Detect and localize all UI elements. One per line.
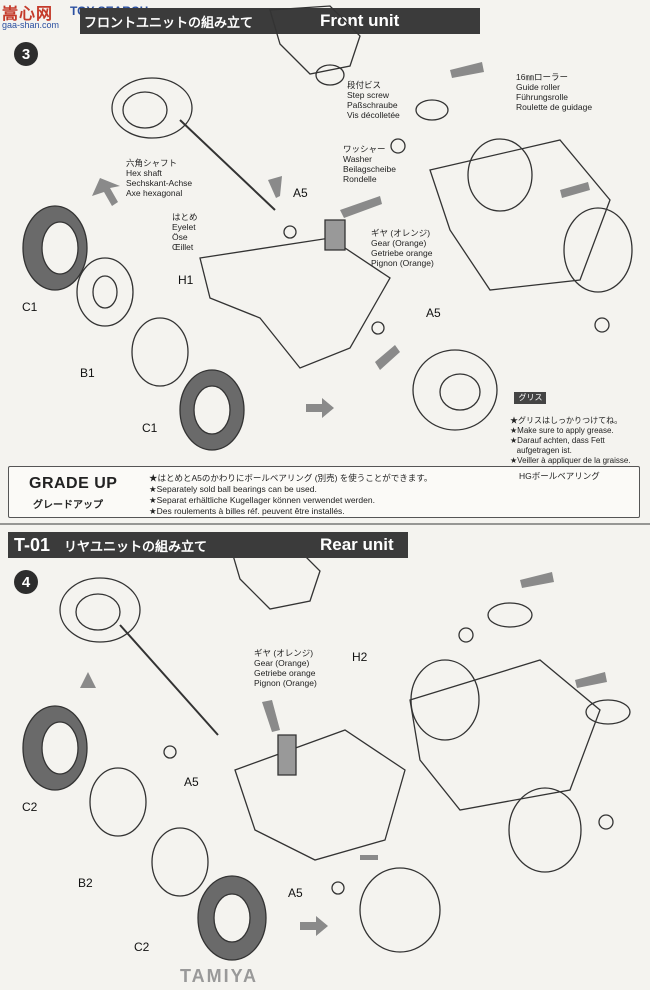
ref-c2-top: C2 — [22, 800, 38, 814]
rear-code: T-01 — [14, 534, 51, 555]
watermark-url: gaa-shan.com — [2, 20, 60, 30]
wheel-b2-top — [89, 767, 147, 837]
label-washer: ワッシャー Washer Beilagscheibe Rondelle — [343, 144, 396, 184]
eyelet-a5 — [283, 225, 297, 239]
grade-up-text: ★はとめとA5のかわりにボールベアリング (別売) を使うことができます。 ★S… — [149, 473, 433, 516]
arrow-gear — [340, 196, 382, 218]
front-thumbnail-wheel — [315, 64, 345, 86]
label-hex-shaft: 六角シャフト Hex shaft Sechskant-Achse Axe hex… — [126, 158, 193, 198]
arrow-up-left — [92, 178, 120, 206]
ref-a5-left: A5 — [184, 775, 199, 789]
arrow-rear-a5 — [360, 855, 378, 860]
label-eyelet: はとめ Eyelet Öse Œillet — [172, 212, 198, 252]
rear-unit-wheel-right — [508, 787, 582, 873]
front-wheel-rim-top — [111, 77, 193, 139]
arrow-wheel — [375, 345, 400, 370]
wheel-b2-bottom — [151, 827, 209, 897]
arrow-up-rear — [80, 672, 96, 688]
guide-roller-rear-b — [585, 699, 631, 725]
ref-c2-bottom: C2 — [134, 940, 150, 954]
front-wheel-right — [412, 349, 498, 431]
arrow-screw-b — [560, 182, 590, 198]
washer-rear-b — [598, 814, 614, 830]
rear-step-number: 4 — [14, 570, 38, 594]
chassis-h2 — [234, 729, 406, 861]
label-gear-front: ギヤ (オレンジ) Gear (Orange) Getriebe orange … — [371, 228, 434, 268]
grease-note: グリス ★グリスはしっかりつけてね。 ★Make sure to apply g… — [510, 382, 638, 465]
footer-brand: TAMIYA — [180, 966, 259, 986]
rear-unit-wheel-left — [410, 659, 480, 741]
grade-up-title-en: GRADE UP — [29, 475, 118, 492]
wheel-b1-bottom — [131, 317, 189, 387]
arrow-gear-rear — [262, 700, 280, 732]
rear-header-jp: リヤユニットの組み立て — [64, 538, 208, 554]
grade-up-bearing-label: HGボールベアリング — [519, 471, 600, 481]
ref-a5-right: A5 — [426, 306, 441, 320]
front-header-jp: フロントユニットの組み立て — [84, 14, 254, 30]
arrow-down — [268, 176, 282, 198]
rear-shaft — [119, 624, 219, 736]
rear-header-bar: T-01 リヤユニットの組み立て Rear unit — [8, 532, 408, 558]
grade-up-title-jp: グレードアップ — [33, 500, 103, 511]
rear-gear — [277, 734, 297, 776]
washer-front-b — [594, 317, 610, 333]
rear-header-en: Rear unit — [320, 535, 394, 554]
ref-c1-top: C1 — [22, 300, 38, 314]
front-thumbnail-chassis — [269, 5, 361, 75]
rear-unit-assembled — [409, 659, 601, 811]
ref-h1: H1 — [178, 273, 194, 287]
a5-left — [163, 745, 177, 759]
guide-roller-rear — [487, 602, 533, 628]
rear-wheel-right — [359, 867, 441, 953]
a5-bottom — [331, 881, 345, 895]
label-gear-rear: ギヤ (オレンジ) Gear (Orange) Getriebe orange … — [254, 648, 317, 688]
hex-shaft — [179, 119, 276, 211]
front-unit-assembled — [429, 139, 611, 291]
ref-a5-top: A5 — [293, 186, 308, 200]
ref-b1: B1 — [80, 366, 95, 380]
arrow-right-rear — [300, 916, 328, 936]
label-guide-roller: 16㎜ローラー Guide roller Führungsrolle Roule… — [516, 72, 593, 112]
watermark-site-cn: 嵩心网 — [2, 6, 54, 23]
guide-roller-front — [415, 99, 449, 121]
a5-right — [371, 321, 385, 335]
arrow-screw-rear — [520, 572, 554, 588]
front-header-bar: フロントユニットの組み立て Front unit — [80, 8, 480, 34]
ref-h2: H2 — [352, 650, 368, 664]
grade-up-box: GRADE UP グレードアップ ★はとめとA5のかわりにボールベアリング (別… — [8, 466, 640, 518]
chassis-h1 — [199, 237, 391, 369]
arrow-screw-rear-b — [575, 672, 607, 688]
arrow-screw — [450, 62, 484, 78]
front-gear — [324, 219, 346, 251]
arrow-right — [306, 398, 334, 418]
washer-front — [390, 138, 406, 154]
front-unit-wheel-right — [563, 207, 633, 293]
wheel-b1-top — [76, 257, 134, 327]
grease-text: ★グリスはしっかりつけてね。 ★Make sure to apply greas… — [510, 416, 631, 465]
rear-wheel-rim-top — [59, 577, 141, 643]
ref-a5-bottom: A5 — [288, 886, 303, 900]
front-step-number: 3 — [14, 42, 38, 66]
ref-b2: B2 — [78, 876, 93, 890]
label-step-screw: 段付ビス Step screw Paßschraube Vis décollet… — [347, 80, 400, 120]
front-unit-wheel-left — [467, 138, 533, 212]
grease-tag: グリス — [514, 392, 547, 404]
ref-c1-bottom: C1 — [142, 421, 158, 435]
washer-rear — [458, 627, 474, 643]
